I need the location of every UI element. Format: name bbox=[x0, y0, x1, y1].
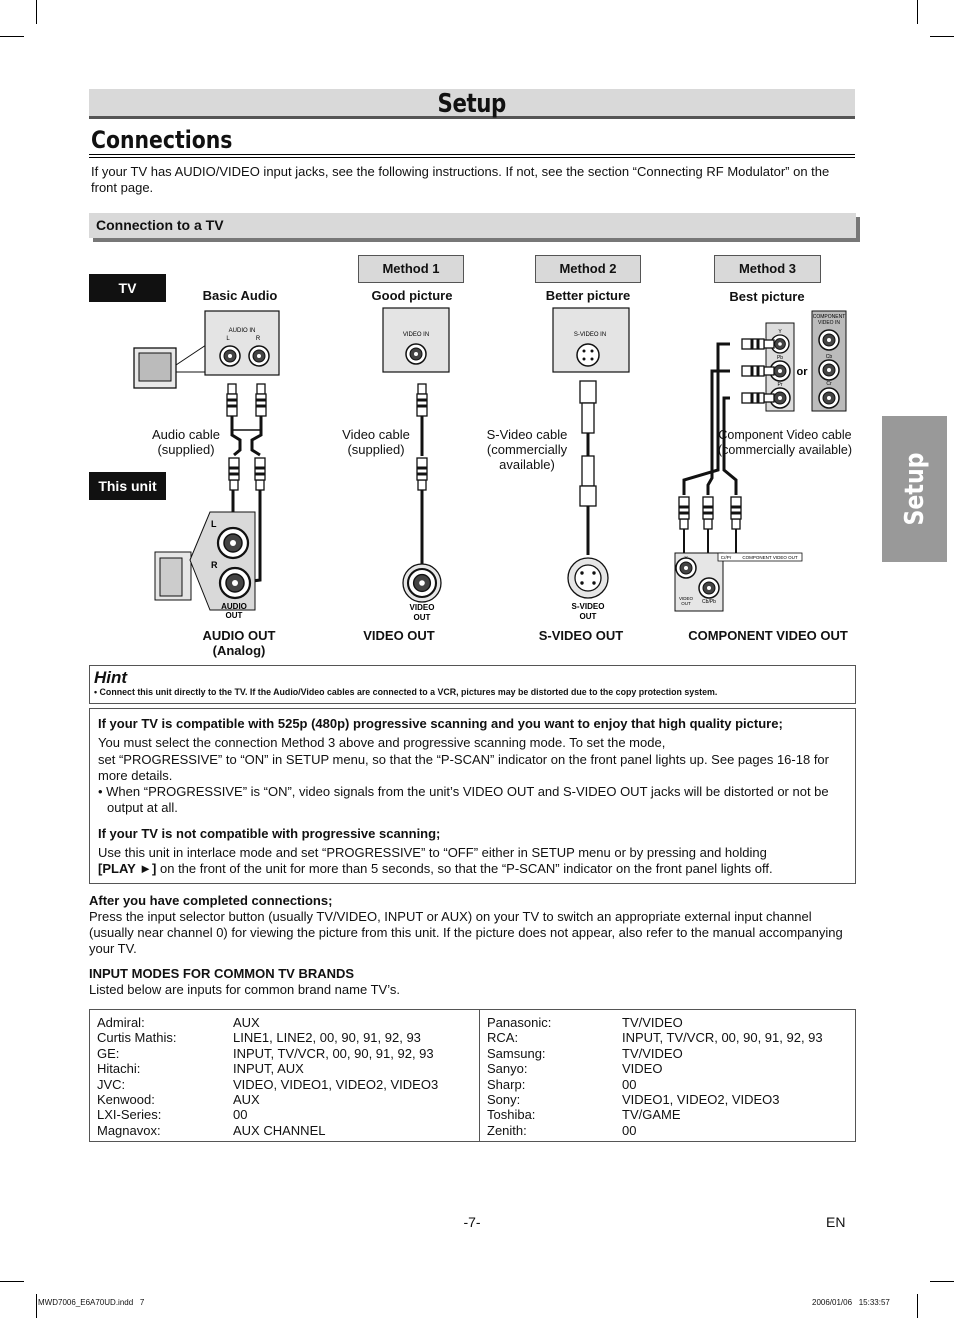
output-audio: AUDIO OUT(Analog) bbox=[202, 628, 276, 658]
page-number: -7- bbox=[463, 1214, 481, 1230]
or-label: or bbox=[797, 366, 809, 378]
crop-mark bbox=[36, 0, 37, 24]
after-connections: After you have completed connections; Pr… bbox=[89, 893, 857, 998]
method-3-label: Method 3 bbox=[714, 255, 821, 283]
this-unit-label: This unit bbox=[89, 472, 166, 500]
tv-audio-in-panel: AUDIO IN L R bbox=[204, 310, 280, 376]
footer-file: MWD7006_E6A70UD.indd 7 bbox=[38, 1298, 145, 1307]
brands-divider bbox=[479, 1010, 480, 1141]
progressive-box: If your TV is compatible with 525p (480p… bbox=[89, 708, 856, 884]
interlace-line-1: Use this unit in interlace mode and set … bbox=[98, 845, 767, 861]
hint-box: Hint • Connect this unit directly to the… bbox=[89, 665, 856, 704]
after-heading: After you have completed connections; bbox=[89, 893, 333, 908]
unit-svideo-out: S-VIDEO OUT bbox=[567, 557, 609, 621]
tv-audio-in-label: AUDIO IN bbox=[229, 328, 256, 334]
unit-comp-video: VIDEO bbox=[679, 596, 694, 601]
hint-text: • Connect this unit directly to the TV. … bbox=[94, 687, 718, 698]
crop-mark bbox=[0, 36, 24, 37]
crop-mark bbox=[0, 1281, 24, 1282]
page-title: Setup bbox=[437, 89, 507, 119]
unit-comp-panel-label: COMPONENT VIDEO OUT bbox=[742, 555, 797, 560]
tv-icon bbox=[133, 344, 207, 389]
svg-text:VIDEO IN: VIDEO IN bbox=[818, 320, 840, 326]
modes-heading: INPUT MODES FOR COMMON TV BRANDS bbox=[89, 966, 355, 981]
quality-good: Good picture bbox=[371, 288, 453, 303]
unit-svideo-out-label: S-VIDEO bbox=[572, 602, 605, 611]
side-tab-label: Setup bbox=[899, 452, 930, 526]
tv-label: TV bbox=[89, 274, 166, 302]
unit-component-out: COMPONENT VIDEO OUT Y Cr/Pr VIDEO OUT Cb… bbox=[674, 552, 803, 612]
section-title: Connections bbox=[91, 126, 233, 154]
progressive-line-1: You must select the connection Method 3 … bbox=[98, 735, 666, 751]
divider bbox=[89, 157, 855, 158]
connection-diagram: AUDIO IN L R L R AUDIO OUT VIDEO IN bbox=[133, 307, 847, 622]
unit-audio-out-label-2: OUT bbox=[226, 611, 243, 620]
quality-best: Best picture bbox=[729, 289, 805, 304]
output-video: VIDEO OUT bbox=[363, 628, 435, 643]
language-label: EN bbox=[826, 1214, 846, 1230]
brands-left-names: Admiral:Curtis Mathis:GE:Hitachi:JVC:Ken… bbox=[97, 1015, 177, 1138]
play-key: [PLAY ►] bbox=[98, 861, 157, 877]
side-tab[interactable]: Setup bbox=[882, 416, 947, 562]
video-cable-label: Video cable(supplied) bbox=[342, 427, 410, 457]
unit-audio-l: L bbox=[211, 519, 217, 529]
tv-audio-in-l: L bbox=[226, 336, 230, 342]
tv-comp-cr: Cr bbox=[826, 381, 832, 387]
crop-mark bbox=[930, 36, 954, 37]
unit-comp-video-2: OUT bbox=[681, 601, 691, 606]
output-svideo: S-VIDEO OUT bbox=[538, 628, 624, 643]
after-text: Press the input selector button (usually… bbox=[89, 909, 843, 956]
tv-svideo-in-panel: S-VIDEO IN bbox=[552, 307, 630, 373]
unit-video-out-label: VIDEO bbox=[410, 603, 435, 612]
unit-svideo-out-label-2: OUT bbox=[580, 612, 597, 621]
unit-audio-r: R bbox=[211, 560, 218, 570]
tv-audio-in-r: R bbox=[256, 336, 261, 342]
tv-component-in-panel: Y Pb Pr COMPONENT VIDEO IN Cb Cr or bbox=[765, 310, 847, 412]
tv-comp-cb: Cb bbox=[826, 354, 833, 360]
component-cable-label: Component Video cable(commercially avail… bbox=[717, 428, 853, 457]
crop-mark bbox=[36, 1294, 37, 1318]
crop-mark bbox=[917, 0, 918, 24]
progressive-line-2: set “PROGRESSIVE” to “ON” in SETUP menu,… bbox=[98, 751, 829, 783]
interlace-line-2: [PLAY ►] on the front of the unit for mo… bbox=[98, 861, 773, 877]
method-1-label: Method 1 bbox=[358, 255, 464, 283]
brands-right-names: Panasonic:RCA:Samsung:Sanyo:Sharp:Sony:T… bbox=[487, 1015, 552, 1138]
unit-video-out: VIDEO OUT bbox=[402, 563, 442, 622]
quality-better: Better picture bbox=[545, 288, 631, 303]
tv-video-in-panel: VIDEO IN bbox=[382, 307, 450, 373]
brands-table: Admiral:Curtis Mathis:GE:Hitachi:JVC:Ken… bbox=[89, 1009, 856, 1142]
audio-cable-label: Audio cable(supplied) bbox=[152, 427, 220, 457]
crop-mark bbox=[917, 1294, 918, 1318]
quality-basic-audio: Basic Audio bbox=[202, 288, 278, 303]
unit-video-out-label-2: OUT bbox=[414, 613, 431, 622]
unit-audio-out-panel: L R AUDIO OUT bbox=[154, 511, 256, 620]
video-cable bbox=[415, 382, 429, 570]
footer-date: 2006/01/06 15:33:57 bbox=[812, 1298, 890, 1307]
interlace-heading: If your TV is not compatible with progre… bbox=[98, 825, 441, 841]
subsection-heading: Connection to a TV bbox=[89, 213, 856, 238]
unit-comp-crpr: Cr/Pr bbox=[721, 555, 732, 560]
tv-svideo-in-label: S-VIDEO IN bbox=[574, 332, 606, 338]
tv-video-in-label: VIDEO IN bbox=[403, 332, 429, 338]
method-2-label: Method 2 bbox=[535, 255, 641, 283]
svideo-cable bbox=[579, 380, 597, 555]
progressive-heading: If your TV is compatible with 525p (480p… bbox=[98, 716, 783, 731]
unit-audio-out-label: AUDIO bbox=[221, 602, 247, 611]
tv-comp-pb: Pb bbox=[777, 355, 783, 361]
unit-comp-cbpb: Cb/Pb bbox=[702, 599, 716, 605]
modes-text: Listed below are inputs for common brand… bbox=[89, 982, 400, 997]
output-component: COMPONENT VIDEO OUT bbox=[688, 628, 848, 643]
divider bbox=[89, 154, 855, 155]
page-title-banner: Setup bbox=[89, 89, 855, 119]
crop-mark bbox=[930, 1281, 954, 1282]
tv-comp-y: Y bbox=[778, 329, 782, 335]
tv-comp-in-label: COMPONENT bbox=[813, 314, 846, 320]
hint-title: Hint bbox=[94, 668, 128, 687]
intro-text: If your TV has AUDIO/VIDEO input jacks, … bbox=[91, 164, 830, 195]
progressive-bullet: • When “PROGRESSIVE” is “ON”, video sign… bbox=[98, 784, 829, 816]
tv-comp-pr: Pr bbox=[778, 382, 783, 388]
